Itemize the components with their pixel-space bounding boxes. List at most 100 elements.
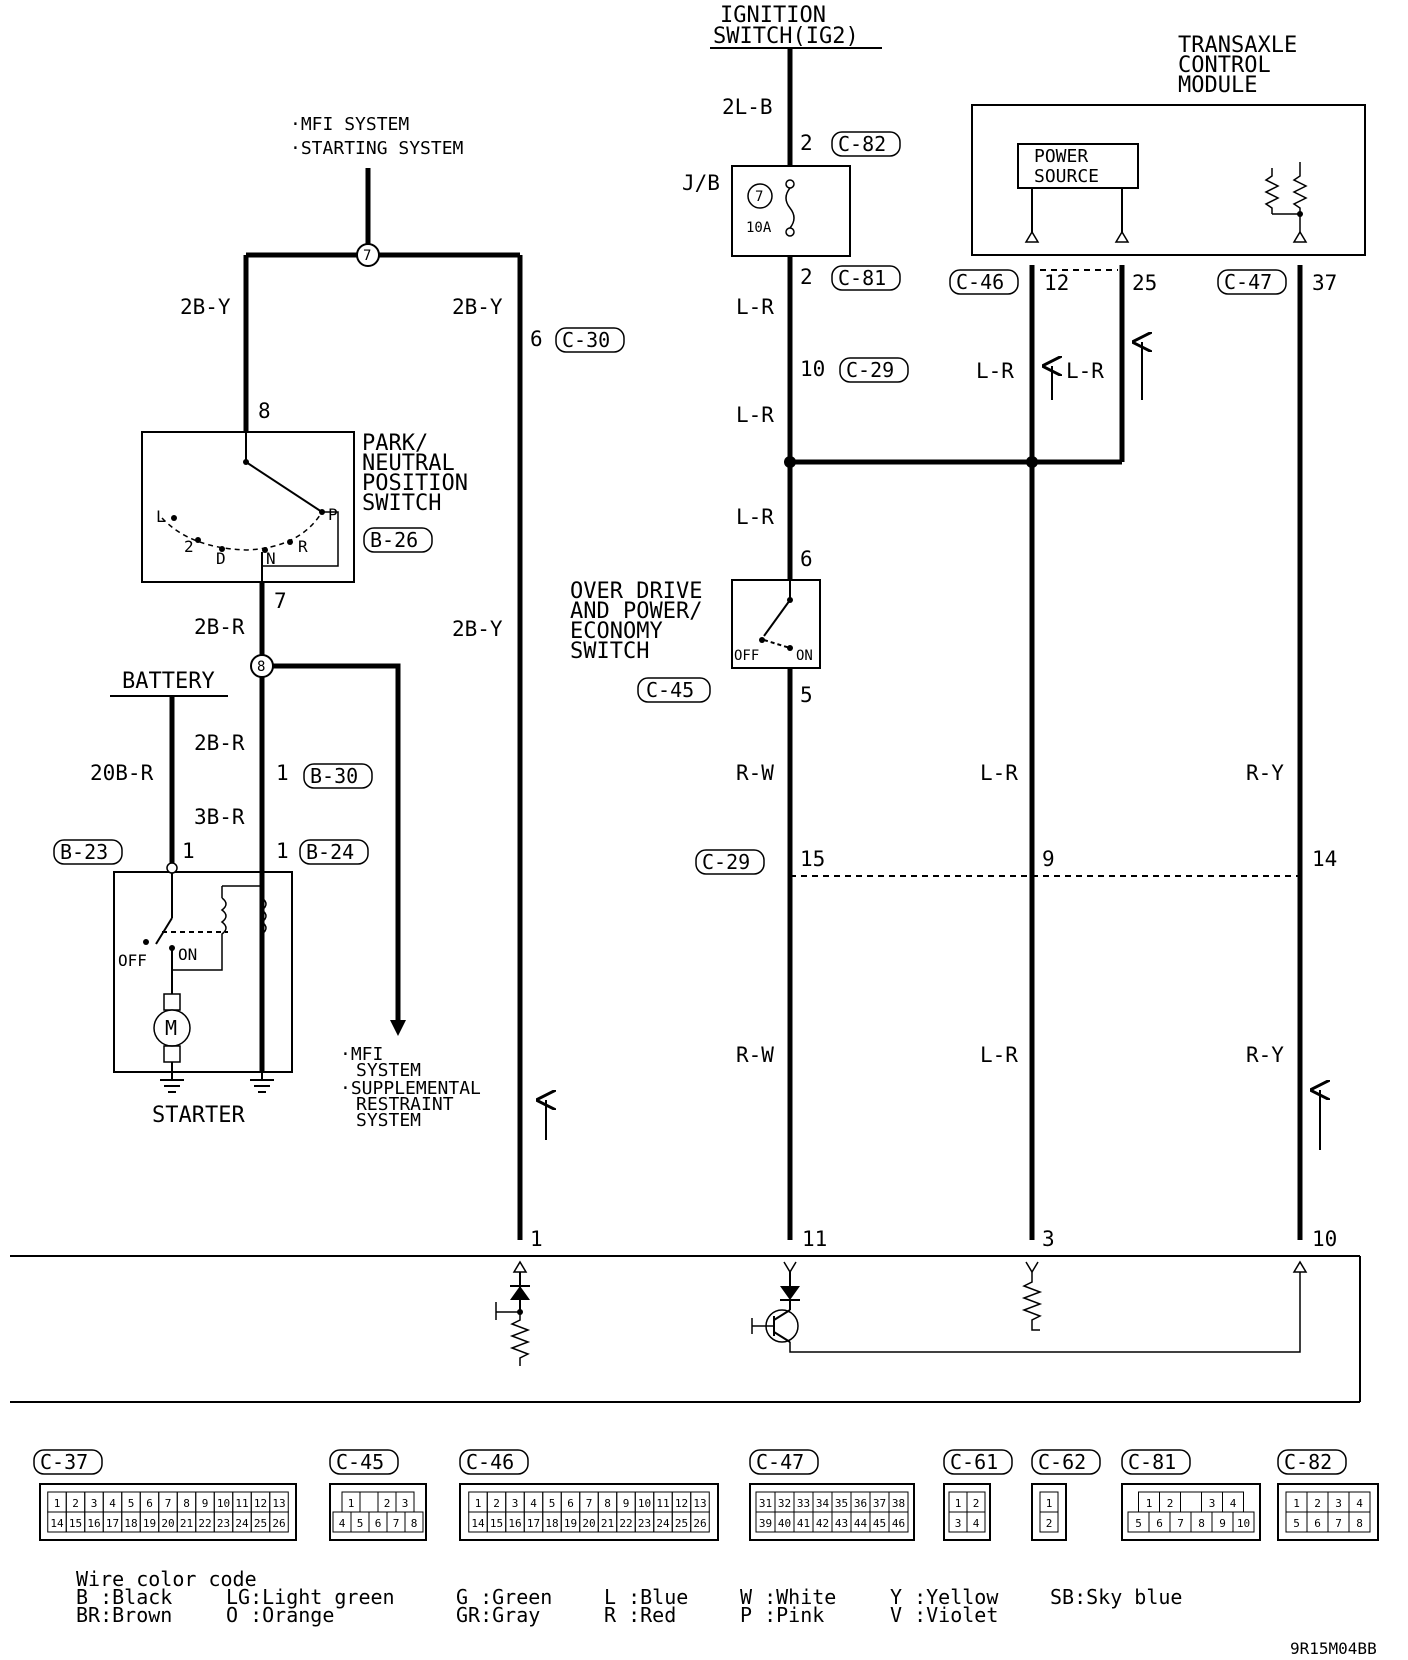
c47-pin-number: 36 — [854, 1497, 867, 1510]
srs-2: RESTRAINT — [356, 1094, 454, 1115]
wire-RW-2: R-W — [736, 1043, 774, 1067]
pin-12: 12 — [1044, 271, 1069, 295]
power-source-box — [1017, 143, 1139, 189]
c47-face — [749, 1483, 915, 1541]
connector-C82: C-82 — [838, 132, 886, 156]
c82-pin-number: 7 — [1335, 1517, 1342, 1530]
face-label-C62: C-62 — [1038, 1450, 1086, 1474]
c62-pin-number: 2 — [1046, 1517, 1053, 1530]
c37-pin-number: 9 — [202, 1497, 209, 1510]
fuse-icon — [785, 179, 795, 237]
ground-icon-2 — [250, 1079, 274, 1093]
c46-pin-number: 23 — [638, 1517, 651, 1530]
jb-label: J/B — [682, 171, 720, 195]
pin-3: 3 — [1042, 1227, 1055, 1251]
c46-pin-number: 13 — [693, 1497, 706, 1510]
c47-pin-number: 42 — [816, 1517, 829, 1530]
c81-pin-number: 9 — [1219, 1517, 1226, 1530]
face-label-C81: C-81 — [1128, 1450, 1176, 1474]
wire-2BY-left: 2B-Y — [180, 295, 231, 319]
wire-LR-2: L-R — [736, 403, 774, 427]
pn-switch-label-2: NEUTRAL — [362, 451, 455, 476]
c37-pin-number: 10 — [217, 1497, 230, 1510]
c37-pin-number: 26 — [272, 1517, 285, 1530]
face-label-C45: C-45 — [336, 1450, 384, 1474]
c47-cell — [888, 1511, 909, 1533]
c81-face — [1121, 1483, 1261, 1541]
c62-pin-number: 1 — [1046, 1497, 1053, 1510]
pin-14: 14 — [1312, 847, 1337, 871]
c46-pin-number: 4 — [530, 1497, 537, 1510]
wire-RY-2: R-Y — [1246, 1043, 1284, 1067]
fuse-number: 7 — [755, 189, 763, 205]
c37-pin-number: 19 — [143, 1517, 156, 1530]
c37-pin-number: 3 — [91, 1497, 98, 1510]
c46-pin-number: 14 — [471, 1517, 485, 1530]
c37-pin-number: 7 — [165, 1497, 172, 1510]
c47-pin-number: 44 — [854, 1517, 868, 1530]
c37-pin-number: 18 — [124, 1517, 137, 1530]
c45-pin-number: 4 — [339, 1517, 346, 1530]
face-label-C46: C-46 — [466, 1450, 514, 1474]
c46-pin-number: 2 — [493, 1497, 500, 1510]
c82-pin-number: 1 — [1293, 1497, 1300, 1510]
wire-3BR: 3B-R — [194, 805, 245, 829]
legend-V: V :Violet — [890, 1603, 998, 1627]
srs-1: ·SUPPLEMENTAL — [340, 1078, 481, 1099]
c37-pin-number: 20 — [161, 1517, 174, 1530]
legend-Y: Y :Yellow — [890, 1585, 999, 1609]
od-off-label: OFF — [734, 648, 759, 664]
c47-pin-number: 34 — [816, 1497, 830, 1510]
pn-pos-D: D — [216, 549, 226, 568]
connector-C81: C-81 — [838, 266, 886, 290]
c46-pin-number: 10 — [638, 1497, 651, 1510]
legend-W: W :White — [740, 1585, 836, 1609]
c81-pin-number: 7 — [1177, 1517, 1184, 1530]
c37-pin-number: 22 — [198, 1517, 211, 1530]
c45-pin-number: 7 — [393, 1517, 400, 1530]
ignition-switch-label-2: SWITCH(IG2) — [713, 24, 859, 49]
wire-LR-7: L-R — [980, 1043, 1018, 1067]
c82-pin-number: 5 — [1293, 1517, 1300, 1530]
c61-face — [943, 1483, 991, 1541]
wire-2LB: 2L-B — [722, 95, 773, 119]
c82-pin-number: 6 — [1314, 1517, 1321, 1530]
c46-pin-number: 24 — [656, 1517, 670, 1530]
c45-pin-number: 3 — [402, 1497, 409, 1510]
c37-pin-number: 21 — [180, 1517, 193, 1530]
pin-6-c30: 6 — [530, 327, 543, 351]
connector-C29-top: C-29 — [846, 358, 894, 382]
c46-pin-number: 26 — [693, 1517, 706, 1530]
c46-pin-number: 16 — [508, 1517, 521, 1530]
c46-pin-number: 21 — [601, 1517, 614, 1530]
face-label-C47: C-47 — [756, 1450, 804, 1474]
c81-pin-number: 3 — [1209, 1497, 1216, 1510]
junction-8-label: 8 — [257, 659, 265, 675]
pin-9: 9 — [1042, 847, 1055, 871]
mfi-top-label: ·MFI SYSTEM — [290, 114, 409, 135]
tcm-pulldown-resistor-icon — [1021, 1272, 1043, 1331]
tcm-box — [971, 104, 1366, 256]
c37-pin-number: 2 — [72, 1497, 79, 1510]
legend-G: G :Green — [456, 1585, 552, 1609]
power-source-label-1: POWER — [1034, 146, 1088, 167]
c61-pin-number: 2 — [973, 1497, 980, 1510]
c62-cell — [1039, 1511, 1059, 1533]
c46-pin-number: 6 — [567, 1497, 574, 1510]
pn-switch-label-1: PARK/ — [362, 431, 428, 456]
park-neutral-switch-box — [141, 431, 355, 583]
c61-pin-number: 3 — [955, 1517, 962, 1530]
wire-LR-1: L-R — [736, 295, 774, 319]
c81-pin-number: 6 — [1156, 1517, 1163, 1530]
c37-pin-number: 11 — [235, 1497, 248, 1510]
c47-pin-number: 31 — [759, 1497, 772, 1510]
fuse-number-circle — [747, 183, 773, 209]
c45-pin-number: 1 — [348, 1497, 355, 1510]
legend-P: P :Pink — [740, 1603, 824, 1627]
starter-off-label: OFF — [118, 951, 147, 970]
c37-pin-number: 5 — [128, 1497, 135, 1510]
c47-pin-number: 32 — [778, 1497, 791, 1510]
c47-pin-number: 43 — [835, 1517, 848, 1530]
